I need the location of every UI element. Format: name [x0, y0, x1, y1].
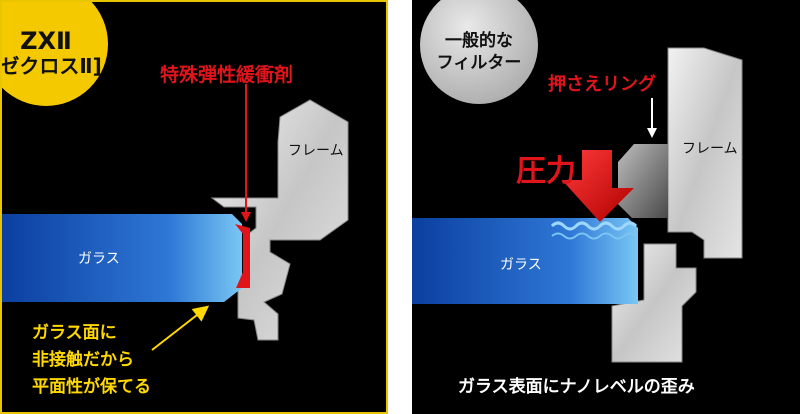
- glass-label: ガラス: [78, 251, 120, 267]
- distortion-caption: ガラス表面にナノレベルの歪み: [458, 377, 695, 397]
- general-filter-badge: 一般的な フィルター: [420, 0, 538, 104]
- note-line: 平面性が保てる: [32, 377, 151, 397]
- non-contact-note: ガラス面に 非接触だから 平面性が保てる: [32, 320, 151, 401]
- distortion-ripple: [550, 221, 638, 231]
- glass-shape: [2, 214, 242, 302]
- general-cross-section: [412, 47, 743, 363]
- note-line: 非接触だから: [32, 350, 134, 370]
- general-filter-panel: 一般的な フィルター 押さえリング 圧力 フレーム ガラス ガラス表面にナノレベ…: [412, 0, 800, 414]
- press-ring: [618, 144, 668, 218]
- frame-label: フレーム: [288, 143, 344, 159]
- press-ring-label: 押さえリング: [548, 74, 656, 95]
- glass-label: ガラス: [500, 257, 542, 273]
- zx2-cross-section: [2, 84, 349, 351]
- badge-subtitle: [ゼクロスⅡ]: [0, 54, 102, 78]
- badge-subtitle: フィルター: [436, 53, 522, 73]
- cushion-label: 特殊弾性緩衝剤: [160, 64, 294, 86]
- zx2-panel: ZXⅡ [ゼクロスⅡ] 特殊弾性緩衝剤 フレーム ガラス ガラス面に 非接触だか…: [0, 0, 388, 414]
- badge-title: 一般的な: [445, 31, 513, 51]
- gap-pointer: [151, 305, 210, 351]
- frame-label: フレーム: [682, 141, 738, 157]
- elastic-cushion: [235, 224, 250, 288]
- badge-title: ZXⅡ: [20, 27, 72, 55]
- note-line: ガラス面に: [32, 323, 117, 343]
- pressure-arrow: [562, 150, 634, 222]
- glass-shape: [412, 218, 638, 304]
- frame-shape: [667, 47, 743, 259]
- pressure-label: 圧力: [516, 154, 576, 189]
